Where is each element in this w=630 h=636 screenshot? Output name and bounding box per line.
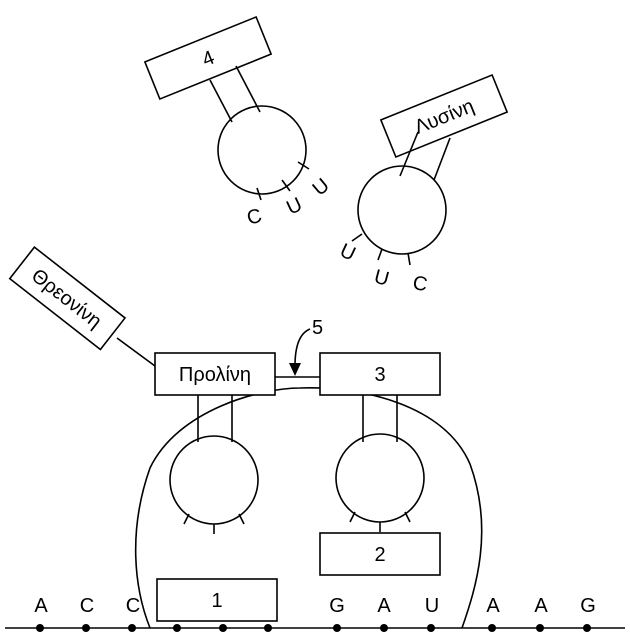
mrna-nucleotide [264, 624, 272, 632]
trna-lysine-tick [407, 252, 411, 266]
trna-lysine-stem-right [433, 137, 451, 181]
mrna-nucleotide [128, 624, 136, 632]
trna-4-tick [297, 161, 310, 170]
bond-arrowhead [289, 363, 301, 376]
p-trna-tick [183, 513, 190, 525]
box-2-label: 2 [374, 544, 385, 566]
trna-lysine-stem-left [399, 131, 419, 177]
p-trna-loop [169, 435, 259, 525]
mrna-nucleotide [488, 624, 496, 632]
box-2 [319, 532, 441, 576]
trna-a-site: 3 [319, 352, 441, 532]
mrna-nucleotide [427, 624, 435, 632]
mrna-base: G [329, 595, 345, 617]
bond-arrow [294, 328, 311, 367]
trna-lysine-loop [357, 165, 447, 255]
mrna-nucleotide [583, 624, 591, 632]
threonine-box [8, 246, 127, 351]
mrna-base: A [534, 595, 548, 617]
a-trna-label: 3 [374, 364, 385, 386]
mrna-nucleotides [36, 624, 591, 632]
a-trna-tick [404, 511, 411, 523]
mrna-base: G [580, 595, 596, 617]
p-trna-tick [238, 513, 245, 525]
mrna-base: U [425, 595, 439, 617]
box-1-label: 1 [211, 590, 222, 612]
trna-4-anticodon-base: U [283, 194, 305, 220]
mrna-base: A [34, 595, 48, 617]
trna-4-loop [217, 105, 307, 195]
bond-label: 5 [312, 317, 323, 339]
mrna-nucleotide [380, 624, 388, 632]
mrna-base: A [377, 595, 391, 617]
trna-lysine-anticodon-base: U [336, 240, 358, 266]
trna-lysine-anticodon-base: U [372, 266, 392, 291]
trna-lysine-box [379, 73, 509, 159]
mrna-base: C [80, 595, 94, 617]
mrna-nucleotide [536, 624, 544, 632]
a-trna-box [319, 352, 441, 396]
mrna-base: A [486, 595, 500, 617]
trna-4-anticodon-base: U [309, 174, 334, 200]
trna-4-tick [281, 179, 291, 192]
a-trna-loop [335, 433, 425, 523]
detached-amino-acid: Θρεονίνη [8, 246, 156, 367]
trna-top-left: 4 C U U [143, 15, 334, 230]
trna-lysine-anticodon-base: C [411, 272, 429, 296]
trna-4-tick [256, 187, 262, 201]
ribosome-outline [134, 387, 483, 629]
box-1 [156, 578, 278, 622]
mrna-base: C [126, 595, 140, 617]
proline-box [154, 352, 276, 396]
proline-label: Προλίνη [179, 364, 251, 386]
trna-4-anticodon-base: C [245, 205, 265, 230]
mrna-nucleotide [36, 624, 44, 632]
trna-4-stem-right [235, 65, 261, 113]
trna-p-site: Προλίνη [154, 352, 276, 534]
trna-4-box [143, 15, 273, 101]
mrna-nucleotide [219, 624, 227, 632]
trna-top-right: Λυσίνη U U C [336, 73, 509, 296]
trna-4-stem-left [209, 79, 233, 123]
mrna-nucleotide [82, 624, 90, 632]
trna-lysine-tick [351, 233, 363, 242]
trna-lysine-tick [377, 248, 383, 261]
mrna-nucleotide [173, 624, 181, 632]
mrna-nucleotide [333, 624, 341, 632]
threonine-link [116, 337, 156, 367]
a-trna-tick [349, 511, 356, 523]
